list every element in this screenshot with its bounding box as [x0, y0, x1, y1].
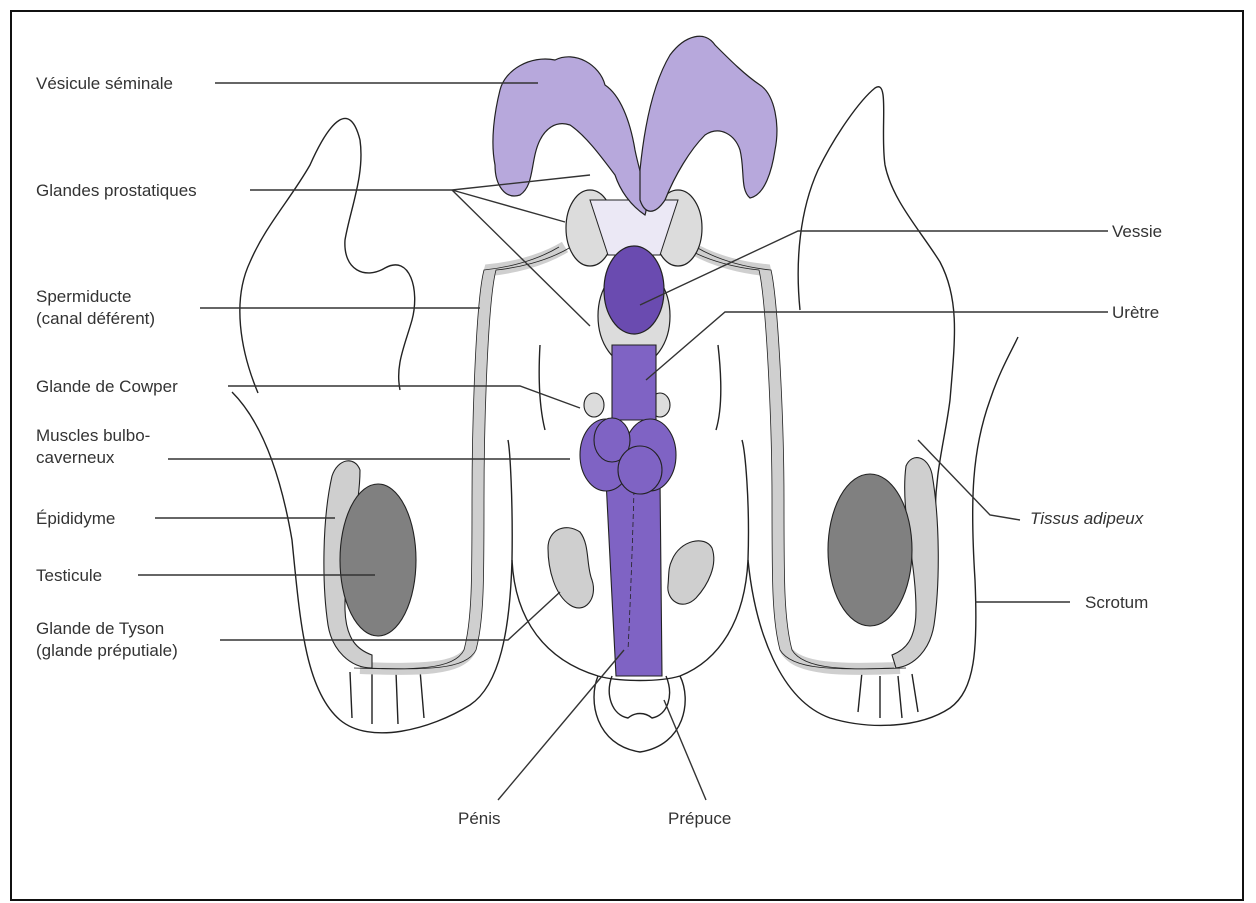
label-glande-tyson: Glande de Tyson (glande préputiale) — [36, 618, 178, 662]
label-muscles-line2: caverneux — [36, 447, 150, 469]
label-uretre: Urètre — [1112, 302, 1159, 324]
left-testis — [340, 484, 416, 636]
leader-prepuce — [664, 700, 706, 800]
label-epididyme: Épididyme — [36, 508, 115, 530]
left-cowper-gland — [584, 393, 604, 417]
label-glandes-prostatiques: Glandes prostatiques — [36, 180, 197, 202]
label-glande-cowper: Glande de Cowper — [36, 376, 178, 398]
left-seminal-vesicle — [493, 57, 646, 215]
leader-vessie — [640, 231, 1108, 305]
label-spermiducte-line1: Spermiducte — [36, 286, 155, 308]
label-vesicule-seminale: Vésicule séminale — [36, 73, 173, 95]
leader-penis — [498, 650, 624, 800]
label-vessie: Vessie — [1112, 221, 1162, 243]
urethra — [612, 345, 656, 420]
left-adipose-outline — [240, 118, 415, 393]
right-seminal-vesicle — [640, 36, 777, 211]
label-scrotum: Scrotum — [1085, 592, 1148, 614]
bladder — [604, 246, 664, 334]
leader-uretre — [646, 312, 1108, 380]
right-adipose-outline — [798, 87, 954, 520]
label-testicule: Testicule — [36, 565, 102, 587]
leader-cowper — [228, 386, 580, 408]
label-tyson-line1: Glande de Tyson — [36, 618, 178, 640]
label-tissus-adipeux: Tissus adipeux — [1030, 508, 1143, 530]
glans-outline — [609, 676, 669, 718]
label-tyson-line2: (glande préputiale) — [36, 640, 178, 662]
label-spermiducte-line2: (canal déférent) — [36, 308, 155, 330]
right-tyson-gland — [668, 541, 714, 604]
label-prepuce: Prépuce — [668, 808, 731, 830]
label-spermiducte: Spermiducte (canal déférent) — [36, 286, 155, 330]
penis-shaft — [606, 480, 662, 676]
label-muscles-bulbocaverneux: Muscles bulbo- caverneux — [36, 425, 150, 469]
label-muscles-line1: Muscles bulbo- — [36, 425, 150, 447]
label-penis: Pénis — [458, 808, 501, 830]
right-testis — [828, 474, 912, 626]
